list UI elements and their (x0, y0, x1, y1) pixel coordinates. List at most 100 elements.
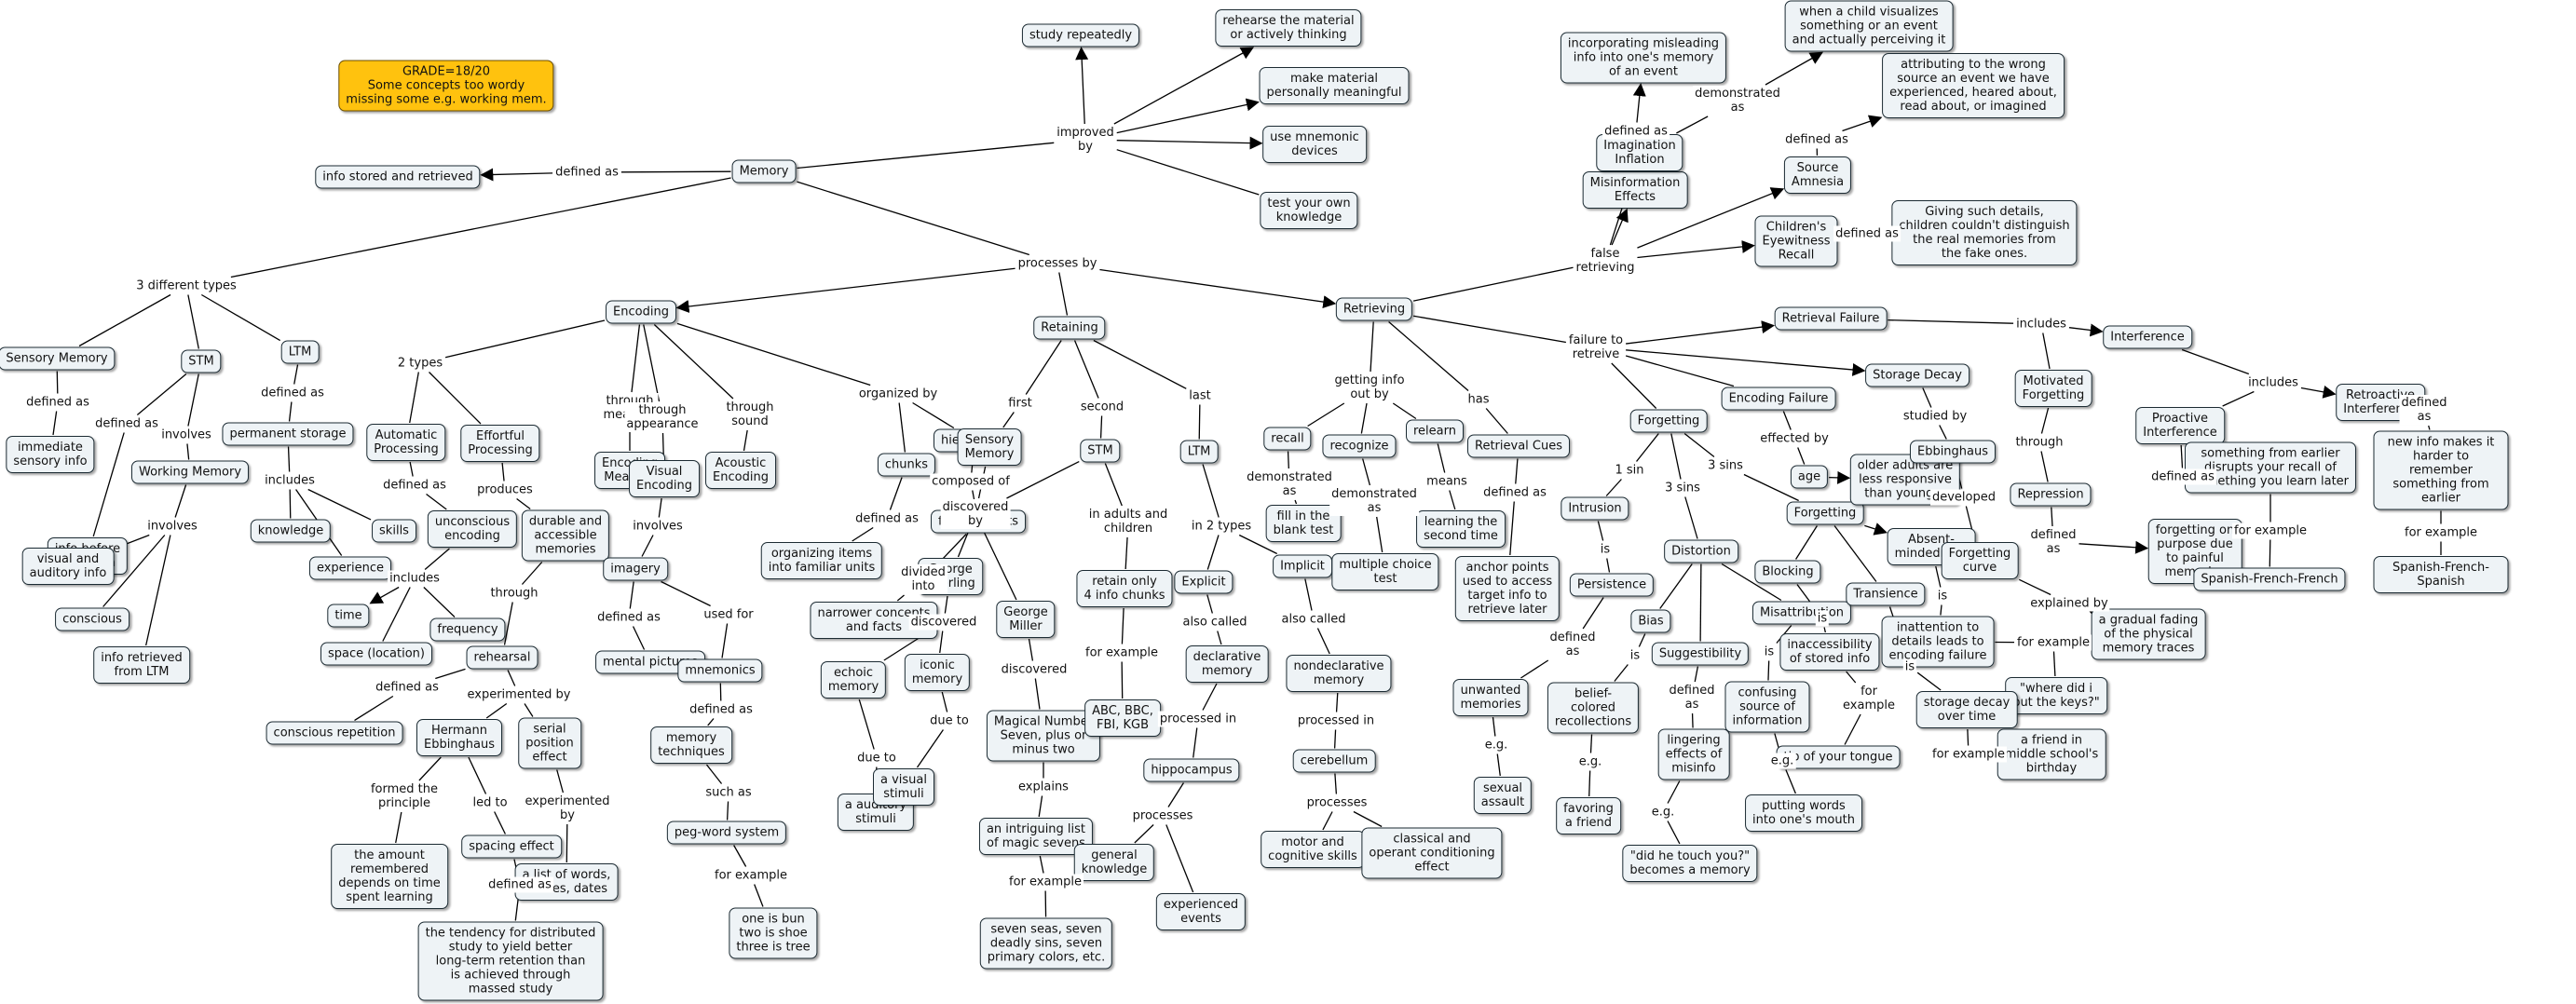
concept-confusing-source[interactable]: confusing source of information (1724, 681, 1810, 733)
concept-inattention[interactable]: inattention to details leads to encoding… (1881, 616, 1995, 668)
concept-forgetting[interactable]: Forgetting (1629, 409, 1708, 433)
concept-anchor-points[interactable]: anchor points used to access target info… (1454, 556, 1561, 621)
concept-test-knowledge[interactable]: test your own knowledge (1260, 192, 1358, 229)
concept-one-is-bun[interactable]: one is bun two is shoe three is tree (729, 907, 818, 959)
concept-spanish-french-spanish[interactable]: Spanish-French-Spanish (2373, 556, 2509, 593)
concept-lingering-effects[interactable]: lingering effects of misinfo (1657, 728, 1730, 780)
concept-imagery[interactable]: imagery (603, 557, 668, 581)
concept-tip-of-tongue[interactable]: tip of your tongue (1776, 745, 1901, 769)
concept-retrieval-failure[interactable]: Retrieval Failure (1774, 306, 1888, 331)
concept-immediate-sensory[interactable]: immediate sensory info (6, 436, 95, 473)
concept-experienced-events[interactable]: experienced events (1155, 893, 1247, 930)
concept-favoring-friend[interactable]: favoring a friend (1556, 797, 1621, 834)
concept-conscious-repetition[interactable]: conscious repetition (266, 721, 403, 745)
concept-info-from-ltm[interactable]: info retrieved from LTM (93, 646, 190, 684)
concept-frequency[interactable]: frequency (429, 617, 506, 642)
concept-stm-2[interactable]: STM (1080, 439, 1121, 463)
concept-child-visualizes[interactable]: when a child visualizes something or an … (1784, 0, 1954, 52)
concept-skills[interactable]: skills (372, 519, 416, 543)
concept-encoding[interactable]: Encoding (606, 300, 676, 324)
concept-abc-bbc[interactable]: ABC, BBC, FBI, KGB (1084, 699, 1161, 737)
concept-make-meaningful[interactable]: make material personally meaningful (1259, 67, 1410, 104)
concept-learning-second[interactable]: learning the second time (1416, 510, 1506, 548)
concept-repression[interactable]: Repression (2010, 482, 2092, 507)
concept-retain-4-chunks[interactable]: retain only 4 info chunks (1076, 570, 1173, 607)
concept-misinformation-effects[interactable]: Misinformation Effects (1582, 171, 1688, 209)
concept-fill-blank[interactable]: fill in the blank test (1265, 505, 1342, 542)
concept-putting-words[interactable]: putting words into one's mouth (1745, 794, 1862, 832)
concept-space-location[interactable]: space (location) (320, 642, 432, 666)
concept-retrieving[interactable]: Retrieving (1335, 297, 1413, 321)
concept-mnemonics[interactable]: mnemonics (677, 658, 763, 683)
concept-ltm[interactable]: LTM (280, 340, 320, 364)
concept-unwanted-memories[interactable]: unwanted memories (1452, 679, 1529, 716)
concept-organizing-items[interactable]: organizing items into familiar units (760, 542, 883, 579)
concept-stm[interactable]: STM (181, 349, 222, 373)
concept-working-memory[interactable]: Working Memory (130, 460, 250, 484)
concept-visual-auditory[interactable]: visual and auditory info (21, 548, 115, 585)
concept-hippocampus[interactable]: hippocampus (1143, 758, 1240, 782)
concept-visual-stimuli[interactable]: a visual stimuli (873, 768, 934, 806)
concept-recall[interactable]: recall (1263, 427, 1312, 451)
concept-persistence[interactable]: Persistence (1569, 573, 1655, 597)
concept-info-stored[interactable]: info stored and retrieved (315, 165, 481, 189)
concept-forgetting-2[interactable]: Forgetting (1786, 501, 1864, 525)
concept-memory-techniques[interactable]: memory techniques (650, 726, 732, 764)
concept-retrieval-cues[interactable]: Retrieval Cues (1467, 434, 1570, 458)
concept-chunks[interactable]: chunks (877, 453, 936, 477)
concept-sensory-memory-2[interactable]: Sensory Memory (957, 428, 1022, 466)
concept-friend-middle-school[interactable]: a friend in middle school's birthday (1997, 728, 2106, 780)
concept-relearn[interactable]: relearn (1406, 419, 1464, 443)
concept-general-knowledge[interactable]: general knowledge (1073, 844, 1155, 881)
concept-intriguing-list[interactable]: an intriguing list of magic sevens (978, 818, 1094, 855)
concept-experience[interactable]: experience (308, 556, 392, 580)
concept-something-earlier[interactable]: something from earlier disrupts your rec… (2184, 441, 2357, 494)
concept-storage-decay-time[interactable]: storage decay over time (1915, 691, 2018, 728)
concept-intrusion[interactable]: Intrusion (1561, 496, 1629, 521)
concept-george-miller[interactable]: George Miller (996, 601, 1056, 638)
concept-suggestibility[interactable]: Suggestibility (1651, 642, 1750, 666)
concept-memory[interactable]: Memory (731, 159, 797, 183)
concept-misattribution[interactable]: Misattribution (1751, 601, 1852, 625)
concept-multiple-choice[interactable]: multiple choice test (1331, 553, 1439, 590)
concept-visual-encoding[interactable]: Visual Encoding (629, 460, 700, 497)
concept-spacing-effect[interactable]: spacing effect (461, 834, 562, 859)
concept-use-mnemonic[interactable]: use mnemonic devices (1262, 126, 1367, 163)
concept-age[interactable]: age (1790, 465, 1829, 489)
concept-giving-details[interactable]: Giving such details, children couldn't d… (1891, 200, 2078, 265)
concept-rehearse-material[interactable]: rehearse the material or actively thinki… (1215, 9, 1362, 47)
concept-proactive-interference[interactable]: Proactive Interference (2135, 407, 2225, 444)
concept-conscious[interactable]: conscious (55, 607, 129, 631)
concept-hermann-ebbinghaus[interactable]: Hermann Ebbinghaus (416, 719, 503, 756)
concept-amount-remembered[interactable]: the amount remembered depends on time sp… (331, 844, 448, 909)
concept-new-info[interactable]: new info makes it harder to remember som… (2373, 430, 2509, 510)
concept-echoic-memory[interactable]: echoic memory (820, 661, 887, 699)
concept-sexual-assault[interactable]: sexual assault (1473, 777, 1533, 814)
concept-magical-number[interactable]: Magical Number Seven, plus or minus two (986, 710, 1101, 762)
concept-seven-seas[interactable]: seven seas, seven deadly sins, seven pri… (979, 917, 1113, 970)
concept-sensory-memory[interactable]: Sensory Memory (0, 346, 116, 371)
concept-cerebellum[interactable]: cerebellum (1292, 749, 1376, 773)
concept-study-repeatedly[interactable]: study repeatedly (1021, 23, 1140, 47)
concept-durable-memories[interactable]: durable and accessible memories (521, 509, 610, 562)
concept-peg-word[interactable]: peg-word system (666, 821, 787, 845)
concept-acoustic-encoding[interactable]: Acoustic Encoding (705, 452, 776, 489)
concept-imagination-inflation[interactable]: Imagination Inflation (1596, 134, 1683, 171)
concept-blocking[interactable]: Blocking (1754, 560, 1821, 584)
concept-effortful-processing[interactable]: Effortful Processing (460, 425, 540, 462)
concept-tendency-distributed[interactable]: the tendency for distributed study to yi… (417, 921, 604, 1001)
concept-forgetting-curve[interactable]: Forgetting curve (1941, 542, 2019, 579)
concept-source-amnesia[interactable]: Source Amnesia (1783, 156, 1852, 194)
concept-belief-colored[interactable]: belief- colored recollections (1547, 682, 1640, 734)
concept-iconic-memory[interactable]: iconic memory (904, 654, 971, 691)
concept-bias[interactable]: Bias (1630, 609, 1671, 633)
concept-explicit[interactable]: Explicit (1174, 570, 1233, 594)
concept-unconscious-encoding[interactable]: unconscious encoding (427, 510, 518, 548)
concept-permanent-storage[interactable]: permanent storage (222, 422, 354, 446)
concept-did-he-touch[interactable]: "did he touch you?" becomes a memory (1622, 845, 1758, 882)
concept-spanish-french-french[interactable]: Spanish-French-French (2193, 567, 2346, 591)
concept-ebbinghaus[interactable]: Ebbinghaus (1909, 440, 1997, 464)
concept-storage-decay[interactable]: Storage Decay (1865, 363, 1969, 387)
concept-knowledge[interactable]: knowledge (250, 519, 332, 543)
concept-ltm-2[interactable]: LTM (1179, 440, 1219, 464)
